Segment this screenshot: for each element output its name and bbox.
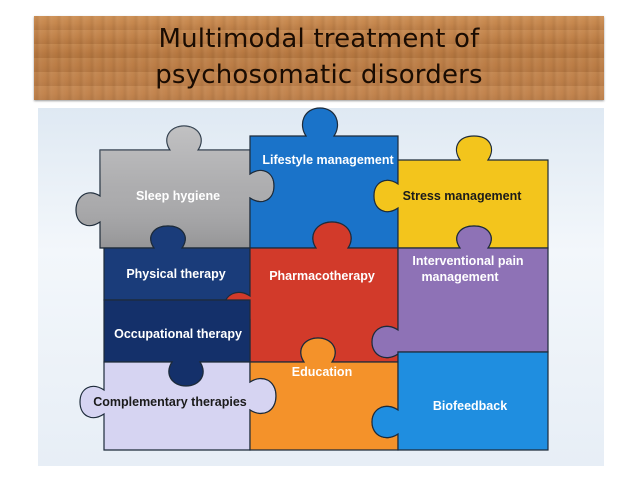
label-stress-management: Stress management [403, 189, 523, 203]
piece-sleep-hygiene [75, 125, 275, 249]
label-education: Education [292, 365, 352, 379]
label-pharmacotherapy: Pharmacotherapy [269, 269, 375, 283]
piece-biofeedback [371, 351, 549, 451]
piece-physical-therapy [103, 225, 251, 301]
label-interventional-pain-line1: Interventional pain [412, 254, 523, 268]
label-complementary-therapies: Complementary therapies [93, 395, 247, 409]
title-line-1: Multimodal treatment of [158, 24, 480, 54]
label-lifestyle-management: Lifestyle management [262, 153, 394, 167]
piece-physical-therapy-shape [103, 225, 251, 301]
piece-biofeedback-shape [371, 351, 549, 451]
label-sleep-hygiene: Sleep hygiene [136, 189, 220, 203]
title-line-2: psychosomatic disorders [155, 60, 483, 90]
title-banner: Multimodal treatment of psychosomatic di… [34, 16, 604, 100]
label-interventional-pain-line2: management [421, 270, 499, 284]
label-biofeedback: Biofeedback [433, 399, 507, 413]
label-physical-therapy: Physical therapy [126, 267, 225, 281]
label-occupational-therapy: Occupational therapy [114, 327, 242, 341]
piece-sleep-hygiene-shine [76, 126, 274, 248]
